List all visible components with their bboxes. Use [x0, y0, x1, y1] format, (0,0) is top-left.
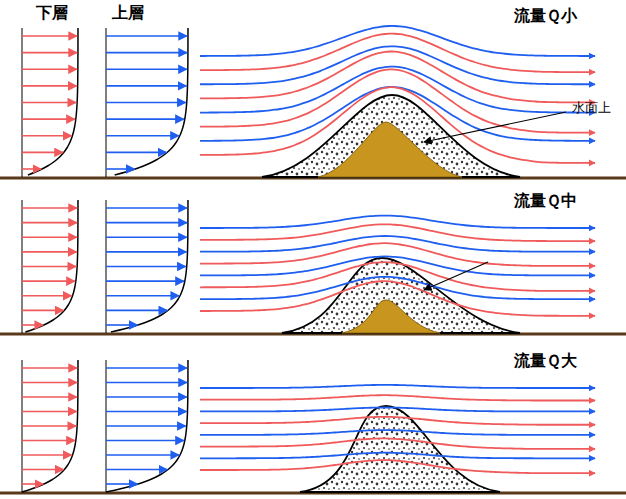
lower-layer-profile [22, 266, 76, 268]
upper-layer-profile [106, 310, 167, 312]
velocity-curve [22, 360, 78, 492]
upper-layer-profile [106, 118, 184, 120]
lower-layer-profile [22, 469, 63, 471]
upper-streamline [200, 87, 595, 141]
upper-layer-profile [106, 102, 186, 104]
upper-streamline [200, 216, 595, 228]
lower-layer-profile [22, 135, 71, 137]
lower-streamline [200, 51, 595, 102]
discharge-label: 流量Ｑ大 [514, 352, 577, 370]
lower-layer-profile [22, 483, 43, 485]
gravel-bar [300, 406, 500, 492]
upper-layer-profile [106, 35, 187, 37]
lower-layer-profile [22, 118, 75, 120]
upper-streamline [200, 408, 595, 412]
lower-layer-profile [22, 324, 43, 326]
upper-layer-profile [106, 440, 184, 442]
upper-streamline [200, 67, 595, 113]
bar-core [318, 122, 462, 177]
lower-streamline [200, 262, 595, 291]
bar-core [342, 300, 440, 333]
upper-layer-profile [106, 324, 137, 326]
lower-streamline [200, 281, 595, 316]
upper-layer-profile [106, 411, 186, 413]
lower-layer-profile [22, 152, 63, 154]
lower-layer-profile [22, 168, 41, 170]
upper-streamline [200, 385, 595, 388]
upper-layer-profile [106, 152, 166, 154]
lower-layer-profile [22, 85, 77, 87]
lower-layer-profile [22, 411, 77, 413]
upper-layer-profile [106, 236, 187, 238]
upper-layer-profile [106, 469, 167, 471]
layer-label: 上層 [112, 4, 144, 22]
lower-layer-profile [22, 280, 75, 282]
discharge-label: 流量Ｑ中 [514, 192, 577, 210]
velocity-curve [106, 360, 188, 492]
lower-streamline [200, 224, 595, 241]
pointer-arrow [424, 262, 488, 290]
lower-streamline [200, 69, 595, 132]
lower-layer-profile [22, 425, 76, 427]
layer-label: 下層 [36, 4, 68, 22]
note-label: 水面上 [572, 101, 611, 115]
lower-layer-profile [22, 222, 77, 224]
lower-layer-profile [22, 382, 77, 384]
lower-layer-profile [22, 295, 72, 297]
lower-streamline [200, 460, 595, 473]
upper-streamline [200, 277, 595, 299]
upper-layer-profile [106, 135, 179, 137]
lower-streamline [200, 395, 595, 400]
lower-layer-profile [22, 35, 77, 37]
upper-layer-profile [106, 85, 186, 87]
upper-layer-profile [106, 396, 187, 398]
lower-streamline [200, 438, 595, 449]
lower-layer-profile [22, 68, 77, 70]
upper-layer-profile [106, 266, 186, 268]
upper-layer-profile [106, 68, 187, 70]
upper-layer-profile [106, 207, 187, 209]
lower-layer-profile [22, 310, 63, 312]
upper-layer-profile [106, 367, 187, 369]
lower-streamline [200, 417, 595, 425]
upper-layer-profile [106, 425, 186, 427]
upper-streamline [200, 453, 595, 459]
upper-layer-profile [106, 251, 186, 253]
discharge-label: 流量Ｑ小 [514, 7, 577, 25]
upper-layer-profile [106, 382, 187, 384]
gravel-bar [262, 95, 520, 177]
lower-layer-profile [22, 207, 77, 209]
lower-layer-profile [22, 454, 72, 456]
lower-layer-profile [22, 102, 76, 104]
lower-layer-profile [22, 251, 77, 253]
upper-layer-profile [106, 483, 138, 485]
upper-streamline [200, 256, 595, 275]
upper-layer-profile [106, 52, 187, 54]
upper-layer-profile [106, 168, 135, 170]
upper-layer-profile [106, 295, 179, 297]
upper-streamline [200, 430, 595, 435]
leader-line [424, 112, 566, 142]
upper-layer-profile [106, 454, 179, 456]
upper-layer-profile [106, 280, 184, 282]
lower-streamline [200, 87, 595, 163]
lower-layer-profile [22, 367, 77, 369]
lower-layer-profile [22, 236, 77, 238]
upper-layer-profile [106, 222, 187, 224]
lower-layer-profile [22, 396, 77, 398]
lower-layer-profile [22, 52, 77, 54]
lower-layer-profile [22, 440, 75, 442]
